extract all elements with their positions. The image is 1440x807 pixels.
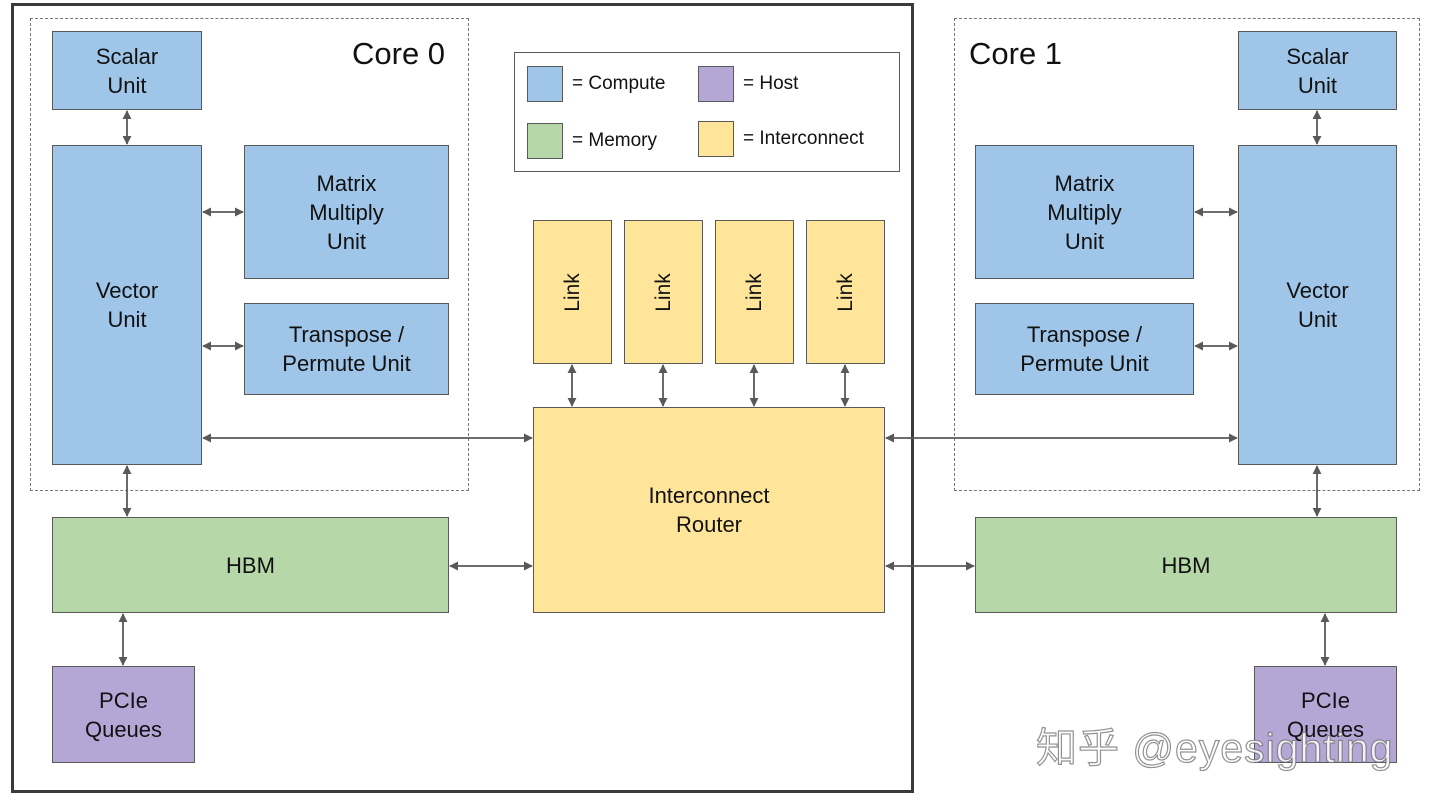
core-0-matrix-multiply-unit: Matrix Multiply Unit (244, 145, 449, 279)
core-0-vector-unit: Vector Unit (52, 145, 202, 465)
core-1-transpose-permute-unit: Transpose / Permute Unit (975, 303, 1194, 395)
core-1-pcie-queues: PCIe Queues (1254, 666, 1397, 763)
legend-item-compute: = Compute (527, 66, 665, 102)
core-0-hbm: HBM (52, 517, 449, 613)
core-0-vector-unit-label: Vector Unit (95, 278, 159, 332)
legend-item-memory: = Memory (527, 123, 657, 159)
legend: = Compute = Host = Memory = Interconnect (514, 52, 900, 172)
core-1-vector-unit-label: Vector Unit (1286, 278, 1349, 332)
core-1-boundary (954, 18, 1420, 491)
core-0-transpose-permute-unit-label: Transpose / Permute Unit (282, 322, 411, 376)
core-1-vector-unit: Vector Unit (1238, 145, 1397, 465)
legend-item-host: = Host (698, 66, 798, 102)
core-0-scalar-unit-label: Scalar Unit (95, 43, 159, 98)
interconnect-router-label: Interconnect Router (648, 483, 770, 537)
core-0-scalar-unit: Scalar Unit (52, 31, 202, 110)
core-0-transpose-permute-unit: Transpose / Permute Unit (244, 303, 449, 395)
core-1-matrix-multiply-unit: Matrix Multiply Unit (975, 145, 1194, 279)
core-1-transpose-permute-unit-label: Transpose / Permute Unit (1020, 322, 1149, 376)
link-1: Link (533, 220, 612, 364)
link-4: Link (806, 220, 885, 364)
core-1-matrix-multiply-unit-label: Matrix Multiply Unit (1047, 170, 1122, 254)
legend-swatch-memory (527, 123, 563, 159)
legend-swatch-interconnect (698, 121, 734, 157)
core-0-hbm-label: HBM (226, 552, 275, 578)
core-1-scalar-unit: Scalar Unit (1238, 31, 1397, 110)
core-1-hbm-label: HBM (1161, 552, 1211, 578)
legend-item-interconnect: = Interconnect (698, 121, 864, 157)
core-1-title: Core 1 (969, 36, 1063, 71)
legend-label-memory: = Memory (572, 130, 657, 151)
legend-label-host: = Host (743, 73, 799, 94)
core-1-pcie-queues-label: PCIe Queues (1286, 687, 1365, 742)
core-1-hbm: HBM (975, 517, 1397, 613)
legend-label-interconnect: = Interconnect (743, 128, 864, 149)
core-0-title: Core 0 (352, 36, 446, 71)
link-3: Link (715, 220, 794, 364)
watermark: 知乎 @eyesighting (1035, 724, 1394, 771)
chip-outline (11, 3, 914, 793)
link-2: Link (624, 220, 703, 364)
legend-label-compute: = Compute (572, 73, 666, 94)
core-0-matrix-multiply-unit-label: Matrix Multiply Unit (309, 170, 384, 254)
legend-swatch-compute (527, 66, 563, 102)
core-0-pcie-queues: PCIe Queues (52, 666, 195, 763)
core-0-boundary (30, 18, 469, 491)
legend-swatch-host (698, 66, 734, 102)
core-0-pcie-queues-label: PCIe Queues (84, 687, 163, 742)
core-1-scalar-unit-label: Scalar Unit (1286, 43, 1349, 98)
interconnect-router: Interconnect Router (533, 407, 885, 613)
